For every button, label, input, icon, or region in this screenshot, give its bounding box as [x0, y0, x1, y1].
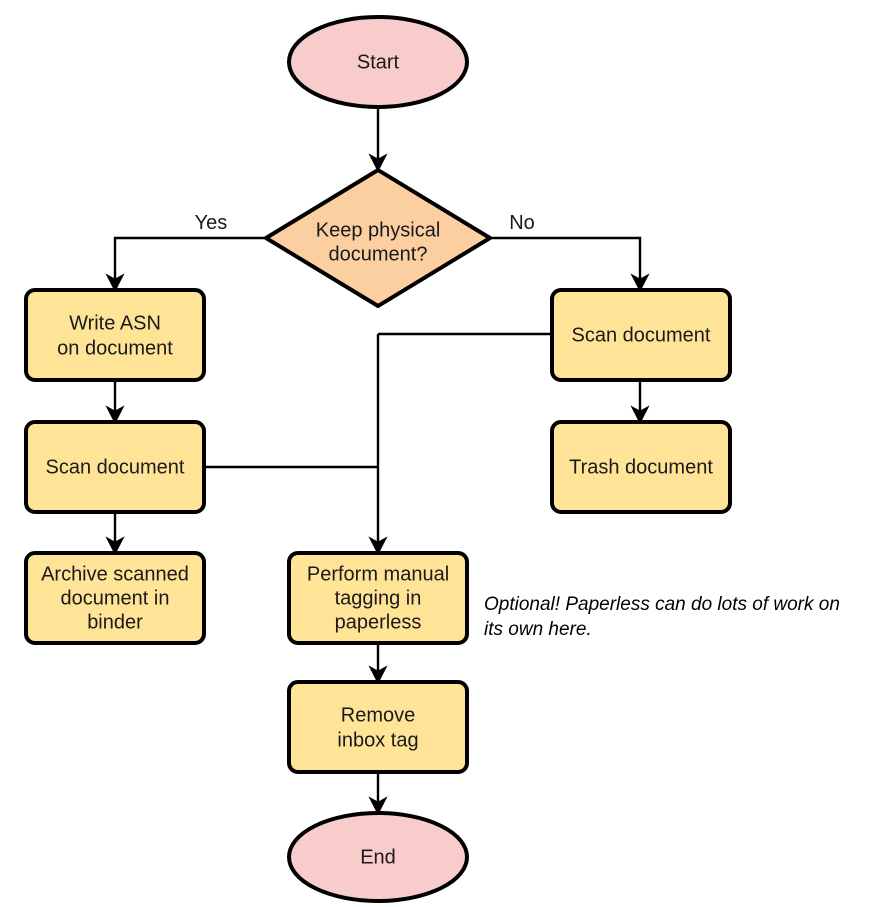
start-ellipse — [287, 15, 469, 109]
node-scan-document-left[interactable]: Scan document — [24, 420, 206, 514]
edge-decision-no-to-scan-right — [490, 236, 650, 293]
node-scan-document-right[interactable]: Scan document — [550, 288, 732, 382]
decision-label-line2: document? — [329, 243, 428, 265]
node-remove-inbox-tag[interactable]: Remove inbox tag — [287, 680, 469, 774]
scan-right-label: Scan document — [572, 324, 711, 346]
write-asn-box — [24, 288, 206, 382]
tagging-box — [287, 551, 469, 645]
end-label: End — [360, 846, 396, 868]
edge-label-no: No — [509, 212, 535, 234]
edges-group — [105, 104, 650, 816]
remove-inbox-label-line2: inbox tag — [337, 729, 418, 751]
remove-inbox-label-line1: Remove — [341, 704, 415, 726]
remove-inbox-box — [287, 680, 469, 774]
write-asn-label-line1: Write ASN — [69, 312, 161, 334]
node-write-asn[interactable]: Write ASN on document — [24, 288, 206, 382]
node-end[interactable]: End — [287, 811, 469, 903]
tagging-label-line2: tagging in — [335, 587, 422, 609]
tagging-label-line1: Perform manual — [307, 563, 449, 585]
tagging-label-line3: paperless — [335, 611, 422, 633]
annotation-line2: its own here. — [484, 619, 592, 640]
archive-label-line1: Archive scanned — [41, 563, 189, 585]
decision-diamond — [264, 168, 492, 308]
scan-left-label: Scan document — [46, 456, 185, 478]
decision-label-line1: Keep physical — [316, 219, 441, 241]
edge-label-yes: Yes — [195, 212, 228, 234]
trash-label: Trash document — [569, 456, 713, 478]
scan-left-box — [24, 420, 206, 514]
end-ellipse — [287, 811, 469, 903]
annotation-line1: Optional! Paperless can do lots of work … — [484, 594, 840, 615]
node-trash-document[interactable]: Trash document — [550, 420, 732, 514]
archive-box — [24, 551, 206, 645]
archive-label-line2: document in — [61, 587, 170, 609]
archive-label-line3: binder — [87, 611, 143, 633]
node-start[interactable]: Start — [287, 15, 469, 109]
start-label: Start — [357, 51, 400, 73]
write-asn-label-line2: on document — [57, 337, 173, 359]
annotation-optional-note: Optional! Paperless can do lots of work … — [484, 594, 840, 640]
edge-decision-yes-to-write-asn — [105, 236, 265, 293]
scan-right-box — [550, 288, 732, 382]
node-decision-keep-physical-document[interactable]: Keep physical document? — [264, 168, 492, 308]
node-perform-manual-tagging[interactable]: Perform manual tagging in paperless — [287, 551, 469, 645]
node-archive-binder[interactable]: Archive scanned document in binder — [24, 551, 206, 645]
trash-box — [550, 420, 732, 514]
